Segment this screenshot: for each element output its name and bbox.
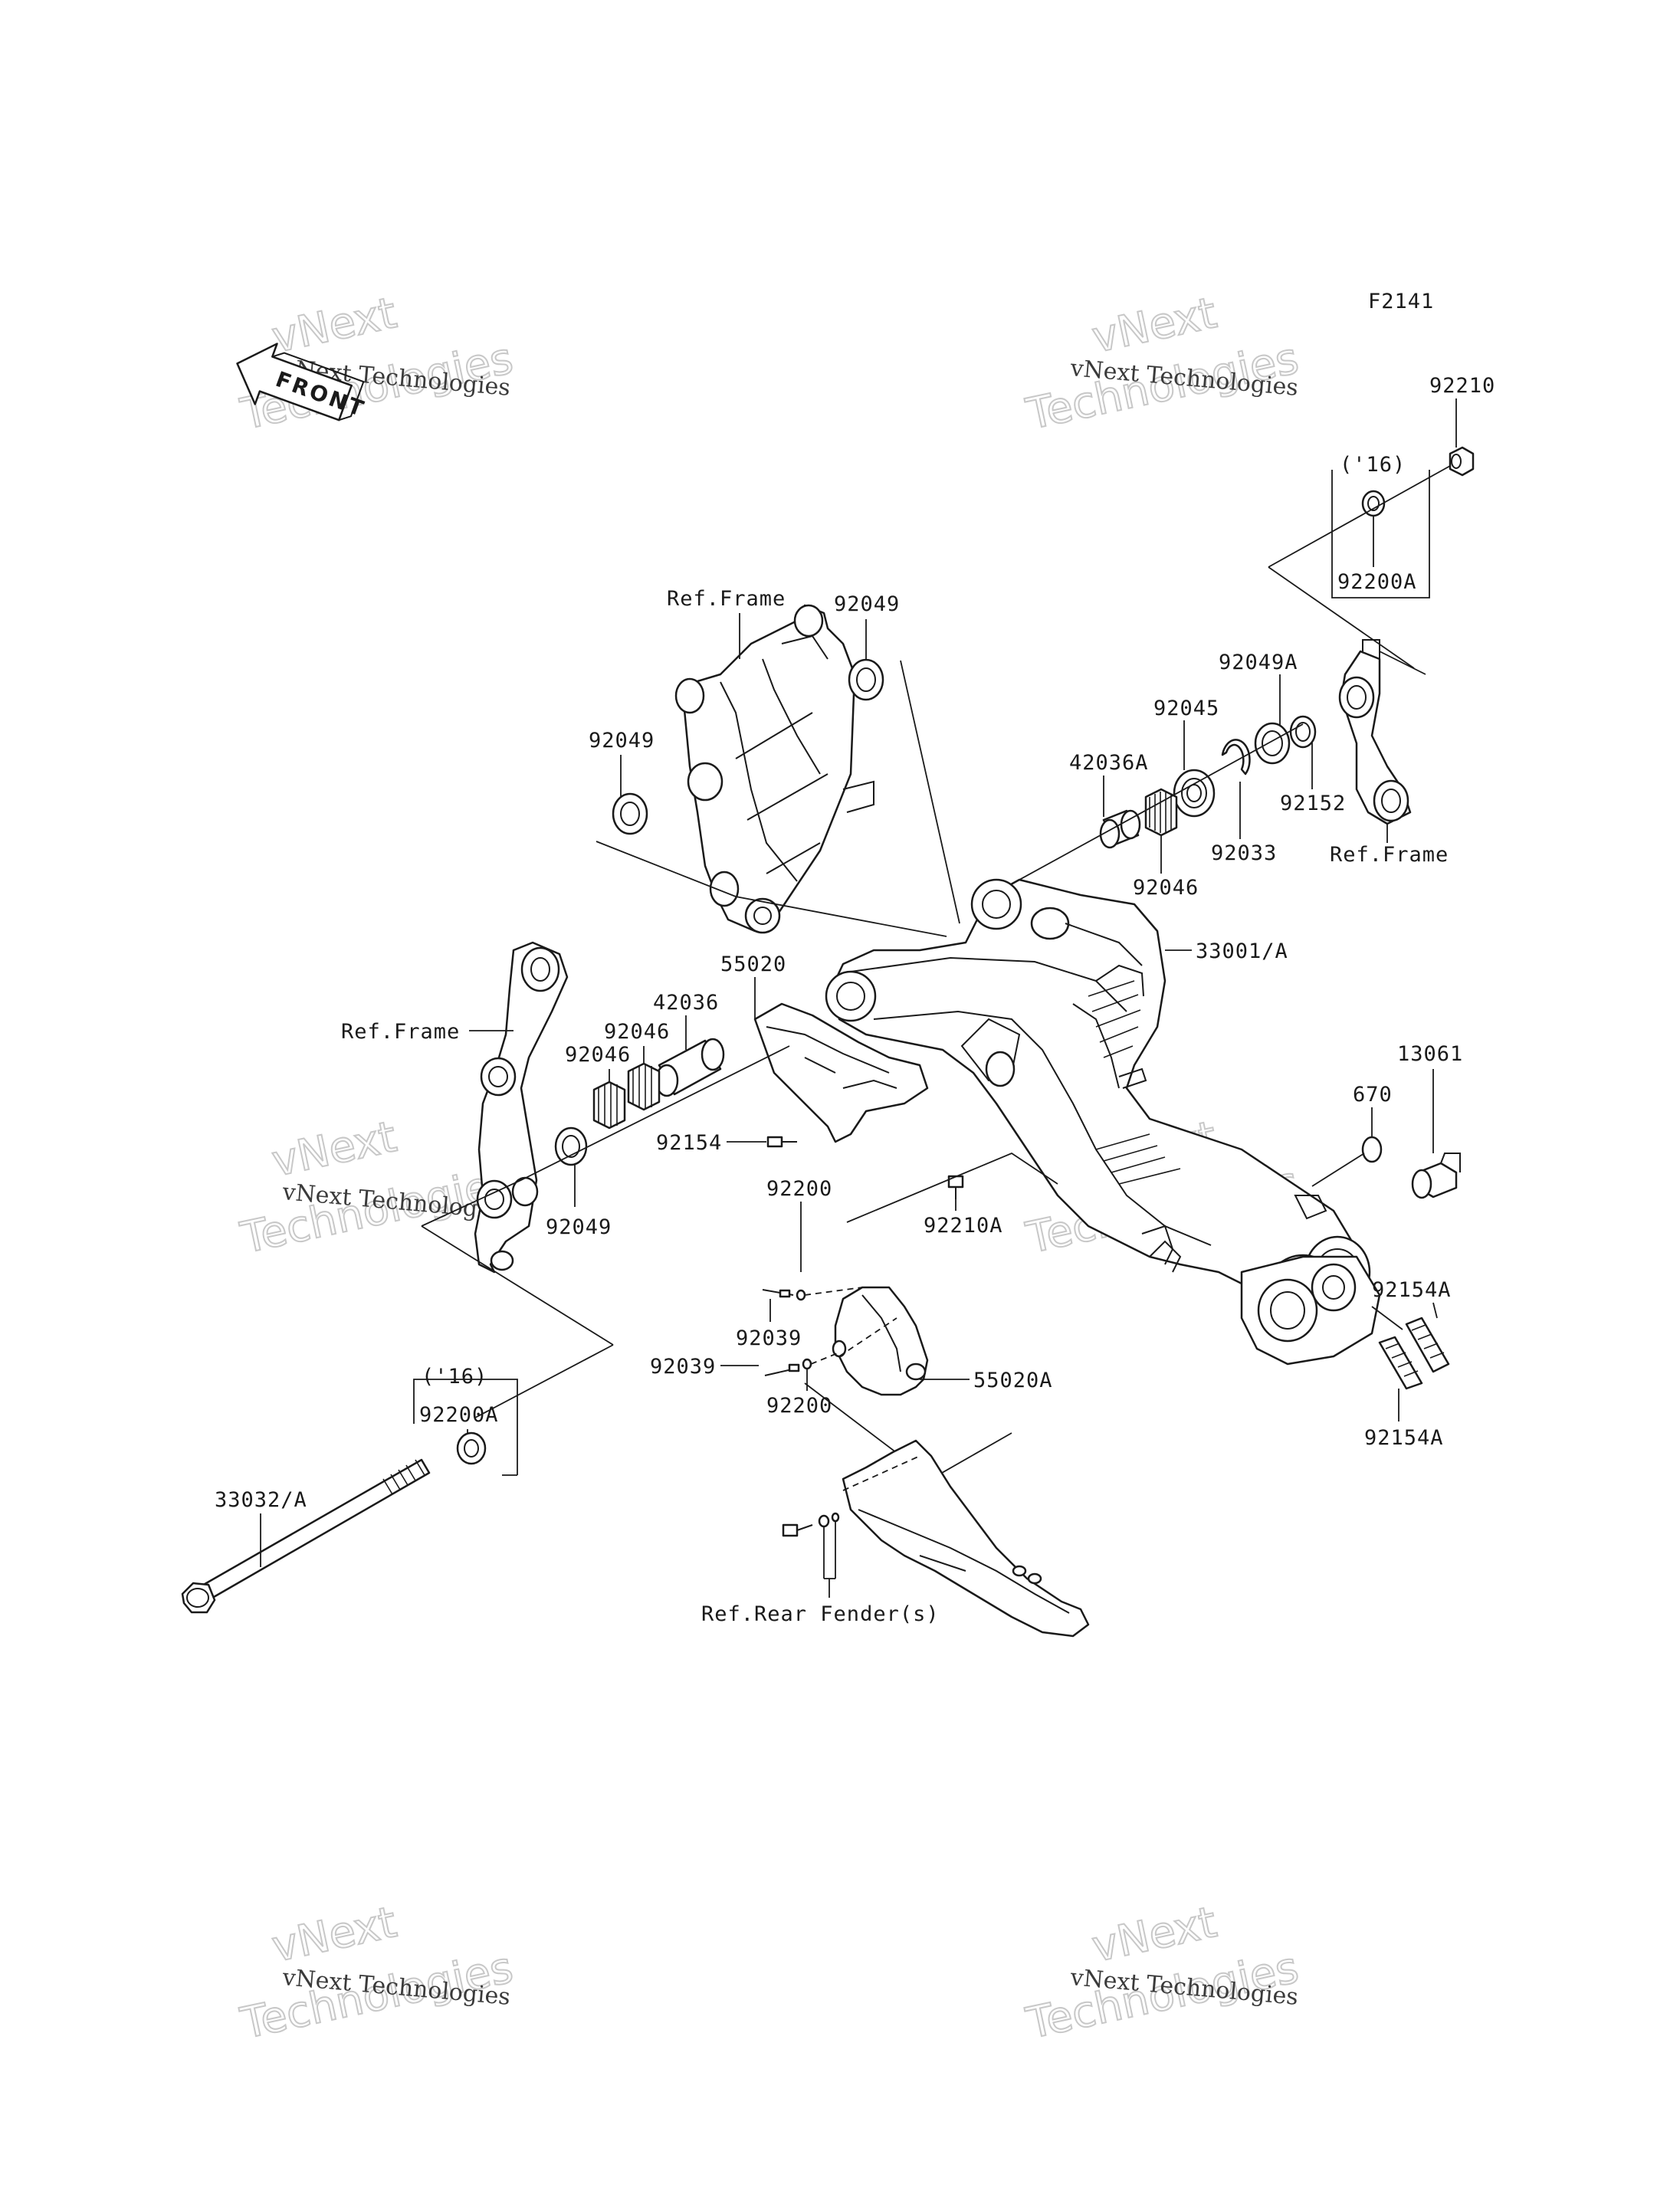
label-92200-top: 92200 — [766, 1177, 832, 1201]
circlip-92033 — [1221, 739, 1251, 776]
label-92154: 92154 — [656, 1131, 722, 1155]
bearing-92045 — [1173, 769, 1216, 818]
diagram-code: F2141 — [1368, 290, 1434, 313]
label-55020A: 55020A — [973, 1369, 1053, 1392]
needle-bearing-92046-a — [627, 1062, 661, 1111]
label-55020: 55020 — [720, 953, 786, 976]
label-92039-bottom: 92039 — [650, 1355, 716, 1379]
svg-text:vNext: vNext — [267, 288, 401, 363]
washer-92200A-bottom — [456, 1431, 487, 1465]
seal-92049-top — [848, 658, 884, 701]
swingarm-33001A — [825, 878, 1381, 1366]
bracket-16-bottom — [413, 1379, 518, 1476]
bolt-92210A — [947, 1175, 964, 1199]
svg-text:vNext: vNext — [1088, 288, 1221, 363]
watermark-top-right: vNext Technologies vNext Technologies — [1021, 287, 1303, 441]
seal-92049-bottom — [554, 1126, 588, 1166]
washer-92200-bottom — [802, 1358, 812, 1370]
svg-text:vNext: vNext — [1088, 1897, 1221, 1972]
pin-92039-bottom — [764, 1363, 800, 1376]
svg-text:vNext: vNext — [267, 1897, 401, 1972]
bolt-92154A-bottom — [1378, 1336, 1423, 1390]
guard-55020A — [832, 1286, 929, 1396]
bolt-92154A-top — [1405, 1317, 1450, 1373]
label-13061: 13061 — [1397, 1042, 1463, 1066]
label-92046-right: 92046 — [1133, 876, 1199, 900]
bracket-16-top — [1331, 470, 1430, 598]
label-92049-top: 92049 — [834, 592, 900, 616]
label-92045: 92045 — [1153, 697, 1219, 720]
adjuster-13061 — [1411, 1153, 1461, 1199]
rear-fender-ref — [842, 1439, 1090, 1638]
pivot-shaft-33032A — [181, 1458, 431, 1614]
label-92200A-bottom: 92200A — [419, 1403, 499, 1427]
label-33032A: 33032/A — [215, 1488, 307, 1512]
label-42036A: 42036A — [1069, 751, 1149, 775]
label-ref-frame-top: Ref.Frame — [667, 587, 786, 611]
bolt-92154 — [766, 1136, 797, 1148]
pin-92039-top — [762, 1289, 794, 1298]
label-92210: 92210 — [1429, 374, 1495, 398]
watermark-bottom-right: vNext Technologies vNext Technologies — [1021, 1897, 1303, 2050]
label-42036: 42036 — [653, 991, 719, 1015]
sleeve-42036 — [655, 1038, 725, 1097]
label-92033: 92033 — [1211, 841, 1277, 865]
nut-92210 — [1449, 446, 1475, 477]
label-92152: 92152 — [1280, 792, 1346, 815]
label-92154A-top: 92154A — [1372, 1278, 1452, 1302]
fender-bolt — [782, 1512, 840, 1537]
needle-bearing-92046-right — [1144, 788, 1178, 837]
label-92210A: 92210A — [924, 1214, 1003, 1238]
label-ref-frame-right: Ref.Frame — [1330, 843, 1449, 867]
label-16-bottom: ('16) — [422, 1365, 487, 1389]
watermark-middle-left: vNext Technologies vNext Technologies — [235, 1111, 517, 1264]
svg-text:vNext: vNext — [267, 1112, 401, 1187]
label-92200A-top: 92200A — [1337, 570, 1417, 594]
label-16-top: ('16) — [1340, 453, 1406, 477]
chain-guard-55020 — [753, 1002, 929, 1143]
label-92049-left: 92049 — [589, 729, 655, 753]
label-92046-b: 92046 — [565, 1043, 631, 1067]
label-ref-rear-fender: Ref.Rear Fender(s) — [701, 1602, 940, 1626]
o-ring-670 — [1361, 1136, 1383, 1163]
seal-92049A — [1254, 722, 1291, 765]
watermark-bottom-left: vNext Technologies vNext Technologies — [235, 1897, 517, 2050]
frame-bracket-top — [674, 604, 874, 934]
label-92154A-bottom: 92154A — [1364, 1426, 1444, 1450]
collar-92152 — [1289, 715, 1317, 749]
linkage-right-ref-frame — [1338, 639, 1412, 825]
label-92046-a: 92046 — [604, 1020, 670, 1044]
label-92200-bottom: 92200 — [766, 1394, 832, 1418]
label-92049A: 92049A — [1219, 651, 1298, 674]
needle-bearing-92046-b — [592, 1080, 626, 1130]
label-92049-bottom: 92049 — [546, 1215, 612, 1239]
label-33001A: 33001/A — [1196, 939, 1288, 963]
label-92039-top: 92039 — [736, 1326, 802, 1350]
washer-92200-top — [796, 1289, 806, 1301]
label-ref-frame-left: Ref.Frame — [341, 1020, 460, 1044]
label-670: 670 — [1353, 1083, 1393, 1107]
seal-92049-left — [612, 792, 648, 835]
